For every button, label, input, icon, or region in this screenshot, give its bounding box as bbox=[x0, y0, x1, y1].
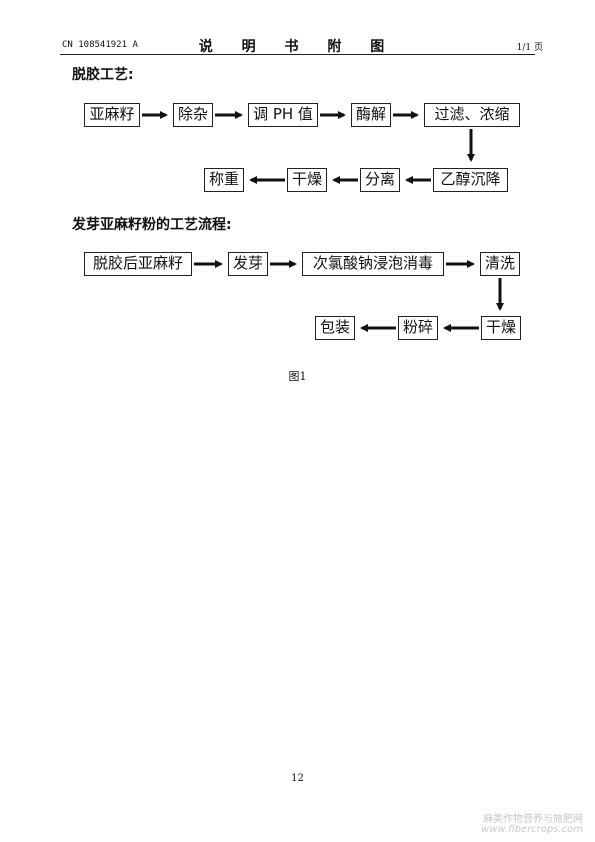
step-washing: 清洗 bbox=[480, 252, 520, 276]
step-flaxseed: 亚麻籽 bbox=[84, 103, 140, 127]
step-grinding: 粉碎 bbox=[398, 316, 438, 340]
step-impurity-removal: 除杂 bbox=[173, 103, 213, 127]
header-doc-number: CN 108541921 A bbox=[62, 40, 138, 50]
step-germination: 发芽 bbox=[228, 252, 268, 276]
step-hypochlorite-soak: 次氯酸钠浸泡消毒 bbox=[302, 252, 444, 276]
section2-title: 发芽亚麻籽粉的工艺流程: bbox=[72, 217, 232, 233]
step-drying: 干燥 bbox=[287, 168, 327, 192]
header-divider bbox=[60, 54, 535, 55]
watermark-url: www.fibercrops.com bbox=[481, 824, 583, 835]
step-separation: 分离 bbox=[360, 168, 400, 192]
header-page-of: 1/1 页 bbox=[516, 43, 543, 53]
header-title: 说 明 书 附 图 bbox=[198, 39, 397, 55]
figure-label: 图1 bbox=[288, 370, 307, 383]
step-enzymolysis: 酶解 bbox=[351, 103, 391, 127]
watermark-text: 麻类作物营养与施肥网 bbox=[483, 814, 583, 825]
step-weighing: 称重 bbox=[204, 168, 244, 192]
step-degummed-flaxseed: 脱胶后亚麻籽 bbox=[84, 252, 192, 276]
step-drying-2: 干燥 bbox=[481, 316, 521, 340]
step-packaging: 包装 bbox=[315, 316, 355, 340]
step-ethanol-precipitation: 乙醇沉降 bbox=[433, 168, 508, 192]
step-filter-concentrate: 过滤、浓缩 bbox=[424, 103, 520, 127]
page-number: 12 bbox=[291, 773, 304, 784]
step-ph-adjust: 调 PH 值 bbox=[248, 103, 318, 127]
section1-title: 脱胶工艺: bbox=[72, 67, 134, 83]
